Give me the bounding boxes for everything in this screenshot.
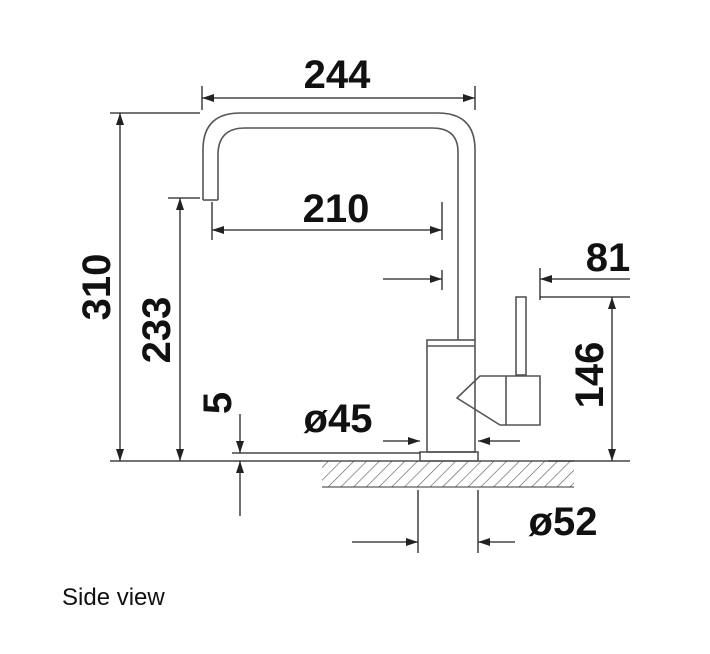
dimension-arrowheads bbox=[116, 94, 616, 546]
dim-label-o45: ø45 bbox=[304, 397, 373, 441]
dim-label-210: 210 bbox=[303, 187, 370, 231]
figure-caption: Side view bbox=[62, 584, 165, 611]
dim-label-81: 81 bbox=[586, 236, 631, 280]
dim-label-310: 310 bbox=[75, 254, 119, 321]
dim-label-233: 233 bbox=[135, 297, 179, 364]
dim-label-146: 146 bbox=[568, 342, 612, 409]
dim-label-244: 244 bbox=[304, 53, 371, 97]
faucet-outline bbox=[202, 112, 541, 462]
dim-label-o52: ø52 bbox=[529, 500, 598, 544]
dim-label-5: 5 bbox=[196, 392, 240, 414]
worktop-section bbox=[322, 460, 574, 488]
